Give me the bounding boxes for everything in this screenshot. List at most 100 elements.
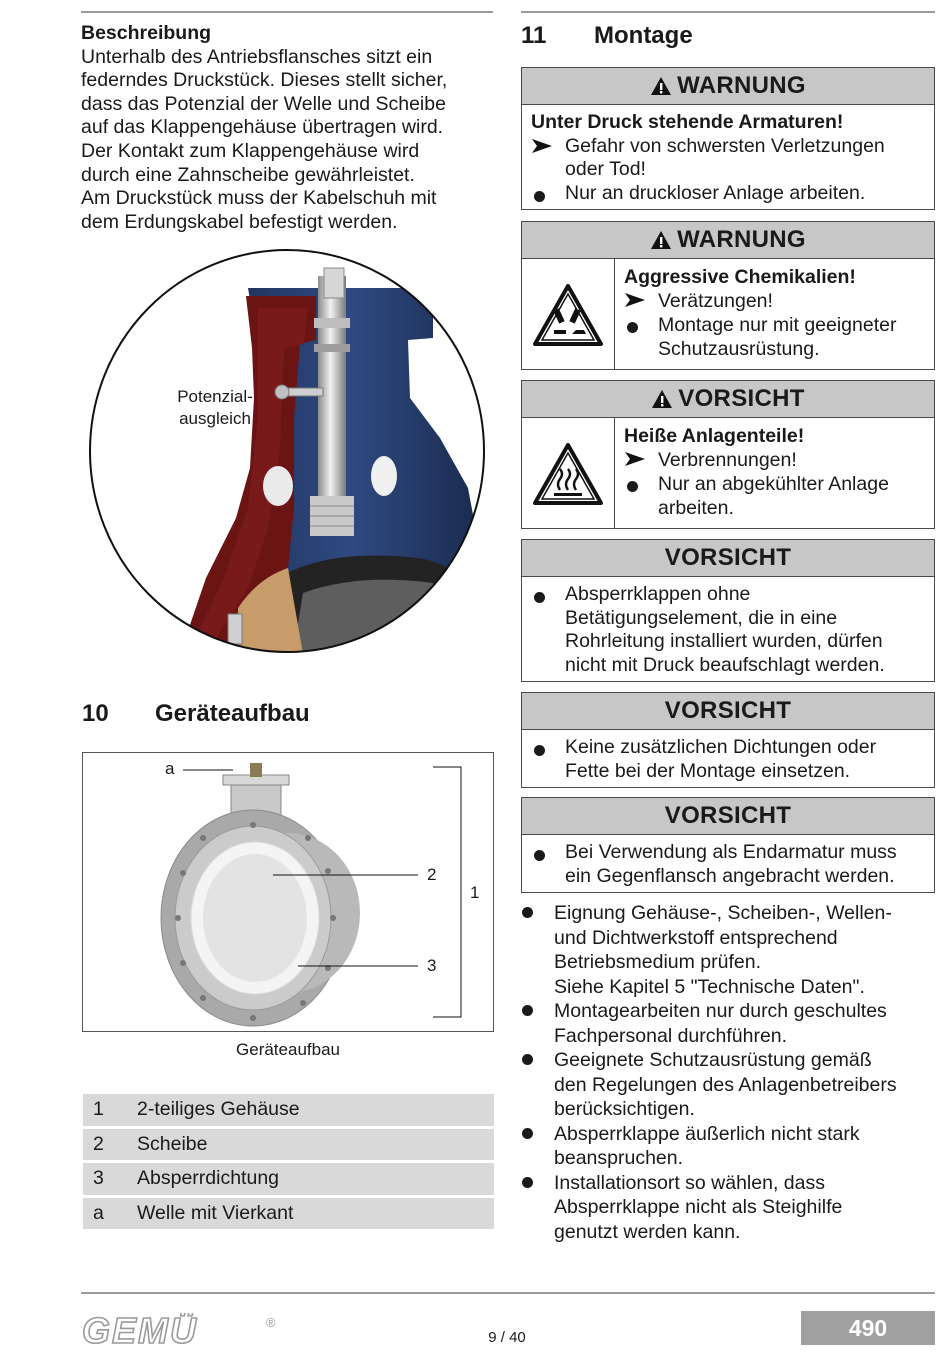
- top-rule-right: [521, 11, 935, 13]
- dot-bullet-icon: [522, 907, 533, 918]
- caution-consequence: Verbrennungen!: [624, 448, 889, 472]
- caution-line: Fette bei der Montage einsetzen.: [565, 759, 851, 782]
- dot-bullet-icon: [522, 1005, 533, 1016]
- footer-rule: [81, 1292, 935, 1294]
- caution-line: nicht mit Druck beaufschlagt werden.: [565, 653, 885, 676]
- list-item-line: berücksichtigen.: [554, 1098, 695, 1120]
- page-number: 9 / 40: [488, 1329, 526, 1346]
- list-item: Eignung Gehäuse-, Scheiben-, Wellen- und…: [521, 901, 935, 999]
- description-line: Am Druckstück muss der Kabelschuh mit: [81, 187, 437, 210]
- legend-key: 1: [93, 1098, 104, 1121]
- legend-value: Scheibe: [137, 1132, 208, 1155]
- description-line: durch eine Zahnscheibe gewährleistet.: [81, 163, 415, 186]
- caution-header: VORSICHT: [522, 381, 934, 418]
- list-item-line: den Regelungen des Anlagenbetreibers: [554, 1073, 897, 1096]
- dot-bullet-icon: [534, 745, 545, 756]
- list-item-line: Geeignete Schutzausrüstung gemäß: [554, 1049, 872, 1071]
- description-line: federndes Druckstück. Dieses stellt sich…: [81, 69, 448, 92]
- warning-header-label: WARNUNG: [677, 226, 806, 253]
- warning-header: WARNUNG: [522, 222, 934, 259]
- warning-measure-text: Nur an druckloser Anlage arbeiten.: [565, 181, 866, 204]
- figure-label-a: a: [165, 759, 175, 778]
- caution-line: Betätigungselement, die in eine: [565, 606, 838, 629]
- illustration-label: Potenzial- ausgleich: [160, 386, 270, 430]
- gemu-logo: GEMÜ ®: [80, 1309, 285, 1352]
- warning-measure-line: Schutzausrüstung.: [658, 338, 820, 360]
- figure-label-3: 3: [427, 956, 437, 975]
- list-item-line: Siehe Kapitel 5 "Technische Daten".: [554, 975, 865, 998]
- description-heading: Beschreibung: [81, 22, 212, 44]
- warning-consequence-line: Gefahr von schwersten Verletzungen: [565, 134, 885, 157]
- list-item-line: Absperrklappe nicht als Steighilfe: [554, 1196, 843, 1218]
- dot-bullet-icon: [522, 1127, 533, 1139]
- description-line: Der Kontakt zum Klappengehäuse wird: [81, 139, 420, 162]
- caution-consequence-text: Verbrennungen!: [658, 449, 797, 471]
- caution-header-label: VORSICHT: [664, 544, 792, 571]
- legend-value: Welle mit Vierkant: [137, 1201, 294, 1224]
- caution-box-no-sealants: VORSICHT Keine zusätzlichen Dichtungen o…: [521, 692, 935, 788]
- installation-notes: Eignung Gehäuse-, Scheiben-, Wellen- und…: [521, 901, 935, 1244]
- warning-title: Aggressive Chemikalien!: [624, 266, 856, 288]
- list-item-line: und Dichtwerkstoff entsprechend: [554, 926, 838, 949]
- legend-key: 3: [93, 1167, 104, 1190]
- warning-header: WARNUNG: [522, 68, 934, 105]
- potential-equalization-illustration: [88, 248, 486, 654]
- caution-measure: Bei Verwendung als Endarmatur muss ein G…: [531, 841, 926, 888]
- legend-key: 2: [93, 1132, 104, 1155]
- dot-bullet-icon: [534, 190, 545, 202]
- list-item-line: Installationsort so wählen, dass: [554, 1171, 825, 1194]
- warning-box-pressure: WARNUNG Unter Druck stehende Armaturen! …: [521, 67, 935, 210]
- caution-measure: Absperrklappen ohne Betätigungselement, …: [531, 583, 926, 677]
- caution-header: VORSICHT: [522, 798, 934, 835]
- description-line: dem Erdungskabel befestigt werden.: [81, 210, 398, 233]
- list-item-line: Absperrklappe äußerlich nicht stark: [554, 1122, 860, 1145]
- caution-measure: Keine zusätzlichen Dichtungen oder Fette…: [531, 736, 926, 783]
- warning-triangle-icon: [650, 76, 672, 96]
- section-number: 11: [521, 22, 547, 49]
- warning-consequence-line: oder Tod!: [565, 158, 646, 180]
- caution-box-hot-parts: VORSICHT Heiße Anlagenteile! Verbrennung…: [521, 380, 935, 529]
- caution-measure-line: Nur an abgekühlter Anlage: [658, 473, 889, 495]
- warning-consequence-text: Verätzungen!: [658, 290, 773, 312]
- caution-line: Rohrleitung installiert wurden, dürfen: [565, 630, 883, 652]
- list-item-line: Montagearbeiten nur durch geschultes: [554, 1000, 887, 1022]
- dot-bullet-icon: [534, 850, 545, 861]
- list-item: Absperrklappe äußerlich nicht stark bean…: [521, 1122, 935, 1171]
- caution-measure-line: arbeiten.: [658, 497, 734, 519]
- caution-header-label: VORSICHT: [678, 385, 805, 412]
- section-heading: Geräteaufbau: [155, 700, 310, 727]
- dot-bullet-icon: [627, 322, 638, 333]
- warning-header-label: WARNUNG: [677, 72, 806, 99]
- figure-caption: Geräteaufbau: [236, 1040, 340, 1059]
- hot-surface-icon: [522, 418, 615, 529]
- section-number: 10: [82, 700, 109, 727]
- arrow-bullet-icon: [532, 138, 552, 153]
- caution-header-label: VORSICHT: [664, 802, 792, 829]
- description-line: dass das Potenzial der Welle und Scheibe: [81, 92, 446, 115]
- caution-line: Absperrklappen ohne: [565, 583, 751, 605]
- device-structure-figure: a 2 1 3: [82, 752, 494, 1032]
- list-item-line: Eignung Gehäuse-, Scheiben-, Wellen-: [554, 902, 892, 924]
- legend-value: 2-teiliges Gehäuse: [137, 1098, 300, 1121]
- list-item: Geeignete Schutzausrüstung gemäß den Reg…: [521, 1048, 935, 1122]
- warning-title: Unter Druck stehende Armaturen!: [531, 111, 844, 133]
- product-badge: 490: [801, 1311, 935, 1345]
- dot-bullet-icon: [534, 592, 545, 603]
- list-item-line: Fachpersonal durchführen.: [554, 1024, 788, 1047]
- list-item: Installationsort so wählen, dass Absperr…: [521, 1171, 935, 1245]
- warning-box-chemicals: WARNUNG Aggressive Chemikalien! Verätzun…: [521, 221, 935, 370]
- figure-label-1: 1: [470, 883, 480, 902]
- section-10-title: 10 Geräteaufbau: [82, 700, 310, 728]
- list-item-line: beanspruchen.: [554, 1147, 684, 1169]
- caution-header: VORSICHT: [522, 693, 934, 730]
- dot-bullet-icon: [627, 481, 638, 492]
- figure-label-2: 2: [427, 865, 437, 884]
- warning-measure: Nur an druckloser Anlage arbeiten.: [531, 182, 926, 206]
- illustration-label-line: ausgleich: [179, 409, 251, 428]
- arrow-bullet-icon: [625, 452, 645, 466]
